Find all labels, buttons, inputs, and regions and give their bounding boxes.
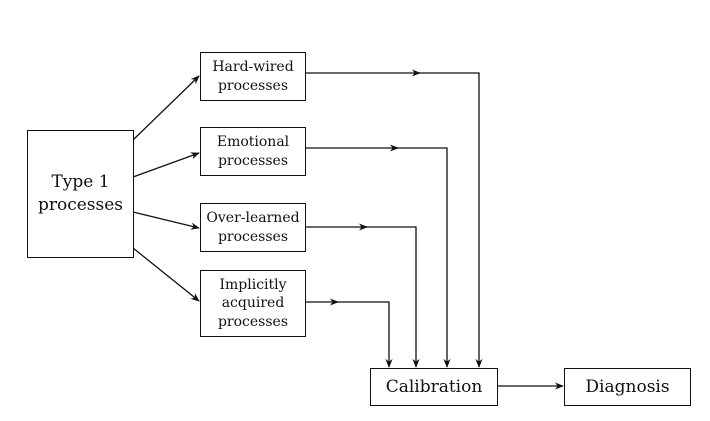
connector-emotional-v [396,147,451,368]
diagnosis-box: Diagnosis [564,368,691,406]
implicitly-acquired-processes-box: Implicitly acquired processes [200,270,306,337]
connector-hardwired-v [418,72,483,368]
hardwired-processes-box: Hard-wired processes [200,52,306,101]
emotional-processes-box: Emotional processes [200,127,306,176]
arrow-type1-to-hardwired [132,75,200,141]
arrow-type1-to-implicit [132,247,200,302]
arrow-type1-to-emotional [132,152,200,178]
overlearned-processes-label: Over-learned processes [206,210,300,245]
type1-processes-label: Type 1 processes [37,172,124,215]
arrow-type1-to-overlearned [132,211,200,230]
type1-processes-box: Type 1 processes [27,130,134,258]
hardwired-processes-label: Hard-wired processes [212,59,294,94]
implicitly-acquired-processes-label: Implicitly acquired processes [217,277,289,330]
overlearned-processes-box: Over-learned processes [200,203,306,252]
calibration-label: Calibration [385,376,483,397]
calibration-box: Calibration [370,368,498,406]
emotional-processes-label: Emotional processes [216,134,290,169]
connector-implicit-v [336,301,393,368]
connector-overlearned-v [365,226,420,368]
diagnosis-label: Diagnosis [585,376,670,397]
